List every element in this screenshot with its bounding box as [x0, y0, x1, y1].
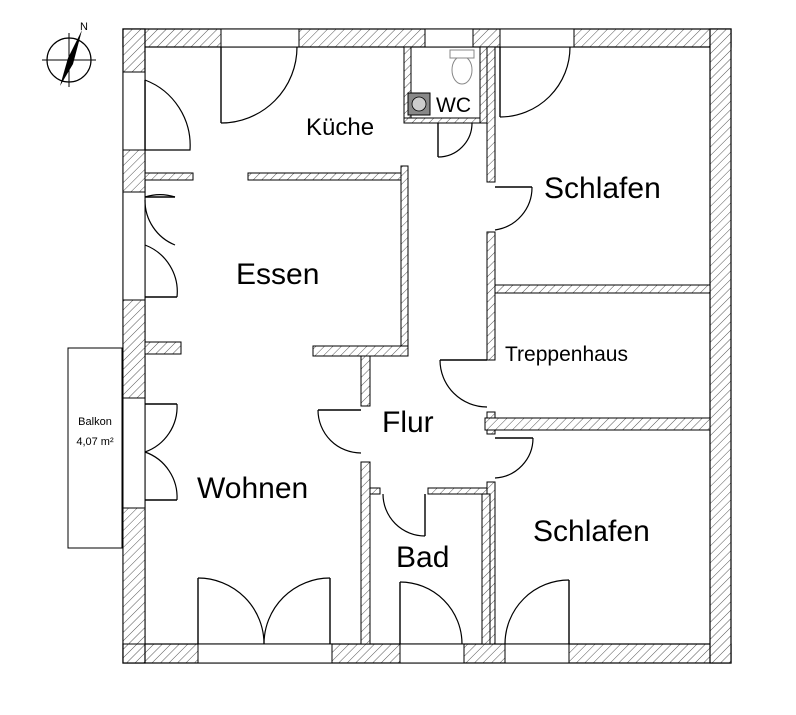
room-label-essen: Essen — [236, 258, 319, 291]
compass-needle-icon — [60, 30, 82, 86]
interior-walls — [122, 46, 711, 645]
room-label-schlafen-top: Schlafen — [544, 172, 661, 205]
balcony-area: 4,07 m² — [76, 436, 114, 448]
balcony-name: Balkon — [78, 416, 112, 428]
balcony-outline — [67, 347, 123, 549]
toilet-icon — [451, 55, 473, 85]
doors — [144, 46, 571, 645]
compass: N — [42, 21, 96, 87]
room-label-wohnen: Wohnen — [197, 472, 308, 505]
compass-north-label: N — [80, 21, 88, 33]
room-label-schlafen-bottom: Schlafen — [533, 515, 650, 548]
room-label-treppenhaus: Treppenhaus — [505, 343, 628, 366]
balcony: Balkon 4,07 m² — [67, 347, 123, 549]
room-label-flur: Flur — [382, 406, 434, 439]
wc-fixtures — [407, 49, 475, 116]
room-label-bad: Bad — [396, 541, 449, 574]
room-label-wc: WC — [436, 94, 471, 117]
room-label-kueche: Küche — [306, 114, 374, 141]
